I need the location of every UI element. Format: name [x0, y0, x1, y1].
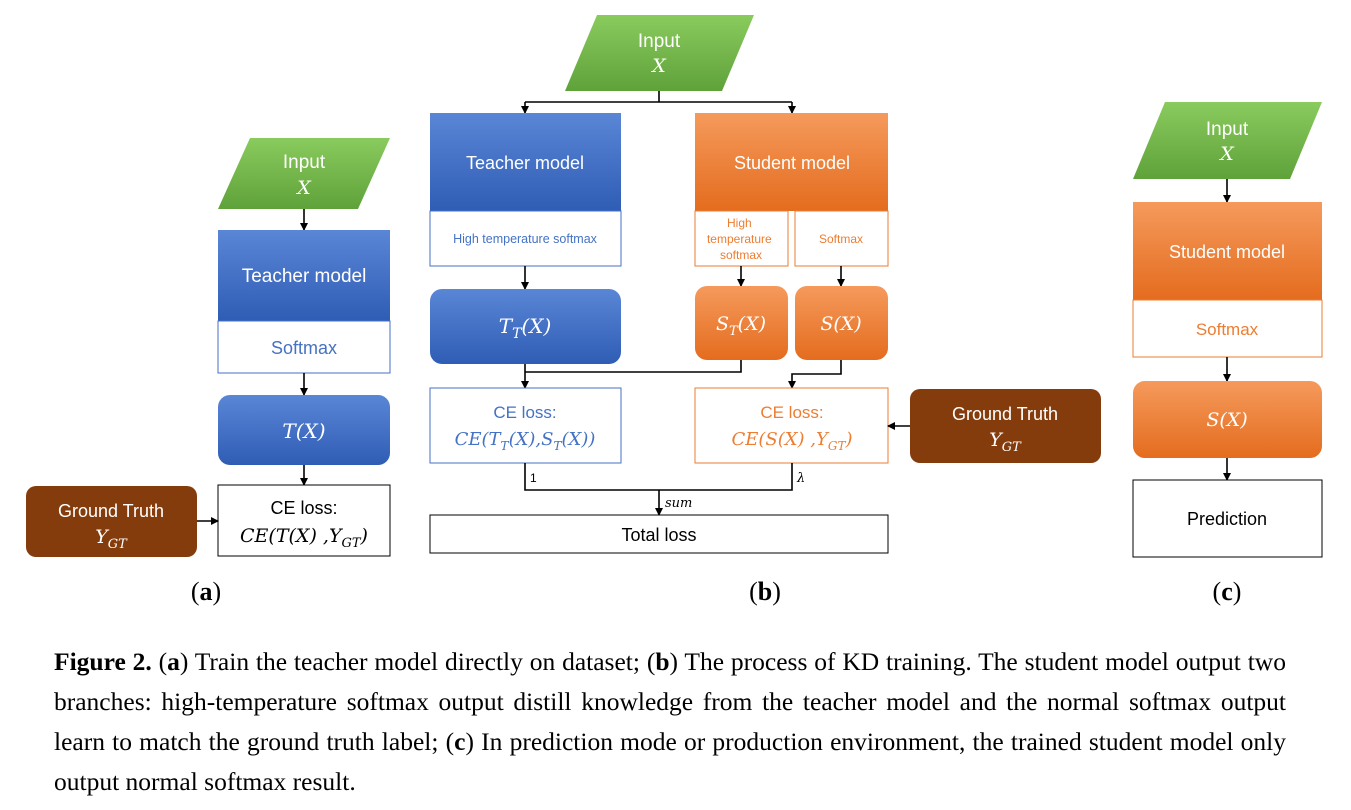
prediction-label-c: Prediction	[1187, 509, 1267, 529]
teacher-model-label-b: Teacher model	[466, 153, 584, 173]
weight-one-label-b: 1	[530, 471, 537, 485]
ce-loss-box-2-b	[694, 387, 889, 464]
ce-loss-formula-a: CE(T(X) ,YGT)	[240, 525, 368, 551]
ground-truth-title-b: Ground Truth	[952, 404, 1058, 424]
sum-label-b: sum	[665, 496, 692, 511]
panel-b: Input X Teacher model High temperature s…	[429, 15, 1101, 606]
ce-loss-box-1-b	[429, 387, 622, 464]
st-label-b: ST(X)	[716, 313, 766, 339]
input-parallelogram-b	[565, 15, 754, 91]
ground-truth-var-a: YGT	[95, 526, 128, 552]
input-var-b: X	[650, 55, 667, 77]
input-var-a: X	[295, 177, 312, 199]
tt-box-b	[430, 289, 621, 364]
softmax-box-c	[1132, 299, 1323, 358]
ground-truth-box-b	[910, 389, 1101, 463]
student-softmax-box-b	[794, 210, 889, 267]
teacher-model-box-a	[218, 230, 390, 321]
st-box-b	[695, 286, 788, 360]
s-box-b	[795, 286, 888, 360]
s-label-b: S(X)	[820, 313, 861, 335]
student-model-box-c	[1133, 202, 1322, 300]
ground-truth-title-a: Ground Truth	[58, 501, 164, 521]
caption-figure-label: Figure 2.	[54, 647, 152, 676]
teacher-model-label-a: Teacher model	[242, 266, 367, 287]
teacher-softmax-box-b	[429, 210, 622, 267]
total-loss-label-b: Total loss	[621, 525, 696, 545]
ce-loss-box-a	[217, 484, 391, 557]
sx-box-c	[1133, 381, 1322, 458]
tx-box-a	[218, 395, 390, 465]
input-title-a: Input	[283, 152, 326, 173]
panel-label-b: (b)	[749, 577, 781, 606]
caption-letter-a: a	[167, 647, 180, 676]
prediction-box-c	[1132, 479, 1323, 558]
panel-a: Input X Teacher model Softmax T(X) CE lo…	[26, 138, 391, 606]
ce-loss-title-2-b: CE loss:	[760, 403, 823, 422]
caption-part-3: ) The process of KD training. The studen…	[54, 647, 1286, 756]
split-connector-b	[525, 91, 792, 103]
panel-label-c: (c)	[1213, 577, 1242, 606]
student-model-label-b: Student model	[734, 153, 850, 173]
student-ht-softmax-label-b: High temperature softmax	[707, 216, 775, 262]
sx-label-c: S(X)	[1206, 409, 1247, 431]
softmax-box-a	[217, 320, 391, 374]
student-model-box-b	[695, 113, 888, 211]
input-parallelogram-c	[1133, 102, 1322, 179]
teacher-softmax-label-b: High temperature softmax	[453, 232, 598, 246]
input-title-c: Input	[1206, 119, 1249, 140]
softmax-label-a: Softmax	[271, 338, 337, 358]
student-softmax-label-b: Softmax	[819, 232, 863, 246]
caption-letter-c: c	[454, 727, 466, 756]
connector-s-to-ce2	[788, 360, 842, 389]
ground-truth-box-a	[26, 486, 197, 557]
ce-loss-title-1-b: CE loss:	[493, 403, 556, 422]
sum-connector-b	[524, 463, 793, 491]
student-model-label-c: Student model	[1169, 242, 1285, 262]
panel-c: Input X Student model Softmax S(X) Predi…	[1132, 102, 1323, 606]
panel-label-a: (a)	[191, 577, 221, 606]
ce-loss-title-a: CE loss:	[270, 498, 337, 518]
ground-truth-var-b: YGT	[989, 429, 1022, 455]
ce-loss-formula-1-b: CE(TT(X),ST(X))	[455, 429, 596, 453]
input-var-c: X	[1218, 143, 1235, 165]
teacher-model-box-b	[430, 113, 621, 211]
caption-part-2: ) Train the teacher model directly on da…	[179, 647, 656, 676]
softmax-label-c: Softmax	[1196, 320, 1259, 339]
tt-label-b: TT(X)	[499, 314, 552, 342]
connector-st-to-ce1	[525, 360, 742, 373]
tx-label-a: T(X)	[282, 419, 325, 443]
caption-part-1: (	[151, 647, 168, 676]
caption-part-4: ) In prediction mode or production envir…	[54, 727, 1286, 796]
caption-letter-b: b	[655, 647, 670, 676]
weight-lambda-label-b: λ	[796, 471, 805, 486]
figure-caption: Figure 2. (a) Train the teacher model di…	[54, 642, 1286, 802]
input-title-b: Input	[638, 31, 681, 52]
ce-loss-formula-2-b: CE(S(X) ,YGT)	[731, 429, 852, 453]
total-loss-box-b	[429, 514, 889, 554]
input-parallelogram-a	[218, 138, 390, 209]
